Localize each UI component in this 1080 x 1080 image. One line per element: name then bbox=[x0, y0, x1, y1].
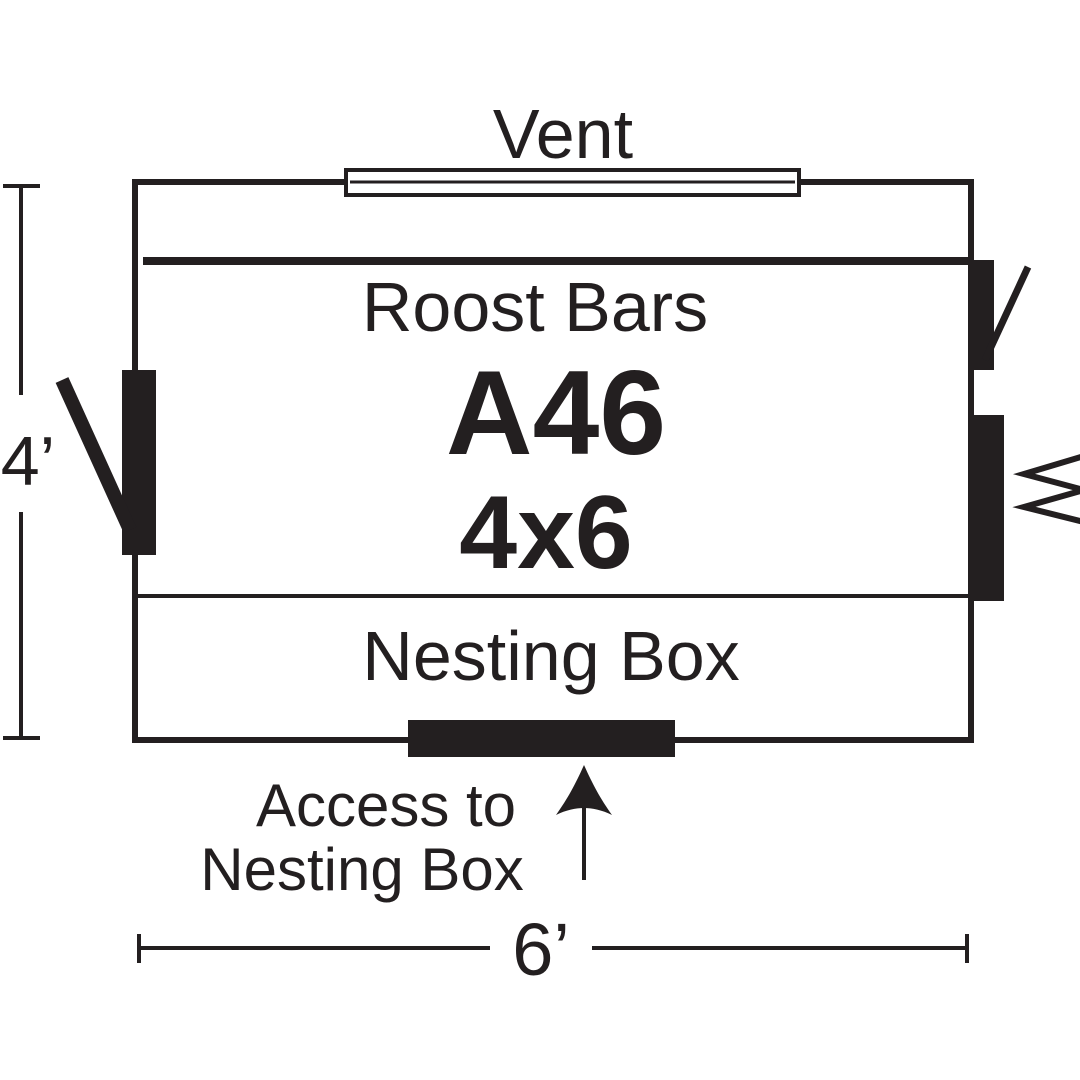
vent-frame bbox=[344, 168, 801, 197]
model-number: A46 bbox=[446, 346, 666, 480]
right-lower-door-frame bbox=[972, 415, 1004, 601]
width-dimension-label: 6’ bbox=[512, 908, 570, 991]
right-upper-door bbox=[972, 260, 1032, 370]
access-arrow bbox=[556, 765, 612, 880]
roost-bars-label: Roost Bars bbox=[362, 268, 708, 346]
vent-opening bbox=[344, 168, 801, 197]
height-dimension-label: 4’ bbox=[1, 422, 55, 500]
right-lower-door-mark bbox=[1012, 454, 1080, 525]
right-upper-door-frame bbox=[972, 260, 994, 370]
right-upper-door-swing bbox=[981, 265, 1032, 362]
width-dimension bbox=[137, 934, 969, 963]
vent-label: Vent bbox=[493, 95, 633, 173]
arrow-head bbox=[556, 765, 612, 815]
access-label-line2: Nesting Box bbox=[200, 836, 524, 903]
height-dimension bbox=[3, 184, 40, 740]
left-door-swing bbox=[55, 377, 137, 533]
nesting-box-label: Nesting Box bbox=[362, 617, 739, 695]
coop-size: 4x6 bbox=[459, 475, 633, 591]
left-door bbox=[55, 370, 156, 555]
nesting-box-access-door bbox=[408, 720, 675, 757]
access-label-line1: Access to bbox=[256, 772, 516, 839]
right-lower-door bbox=[972, 415, 1080, 601]
